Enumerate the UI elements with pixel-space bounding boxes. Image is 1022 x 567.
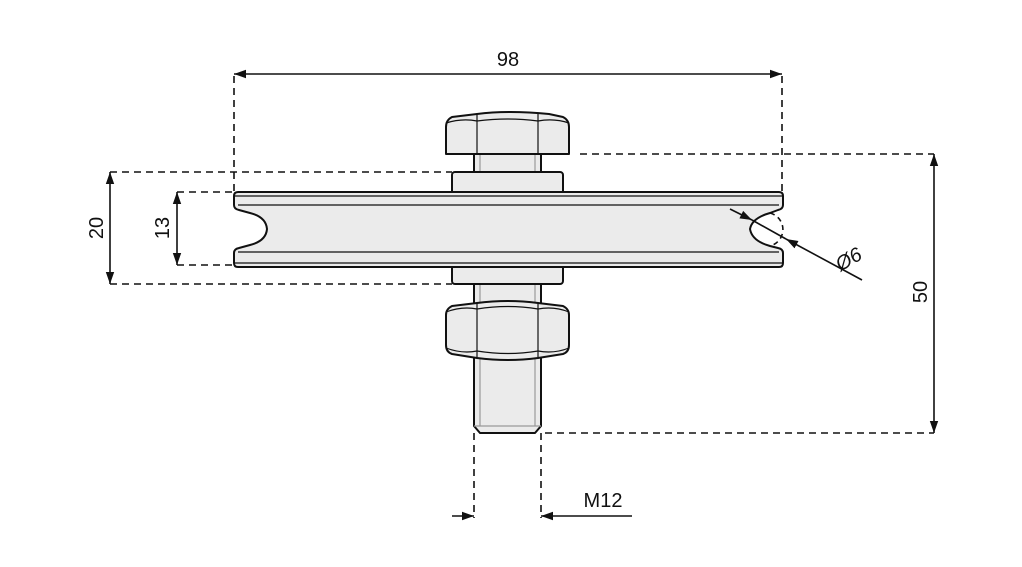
bolt-head [445, 111, 570, 155]
pulley-wheel [233, 191, 784, 268]
hex-nut [445, 300, 570, 361]
label-wheel-thickness: 13 [152, 217, 174, 239]
label-width: 98 [497, 49, 519, 71]
dimension-arrow-groove-out [785, 238, 863, 281]
label-groove-diameter: Ø6 [831, 243, 867, 276]
dimension-arrow-groove-in [729, 208, 753, 221]
groove-diameter-line [751, 219, 787, 240]
extension-lines [110, 76, 934, 518]
upper-spacer [451, 171, 564, 195]
label-hub-height: 20 [86, 217, 108, 239]
label-total-height: 50 [910, 281, 932, 303]
label-thread: M12 [584, 490, 623, 512]
